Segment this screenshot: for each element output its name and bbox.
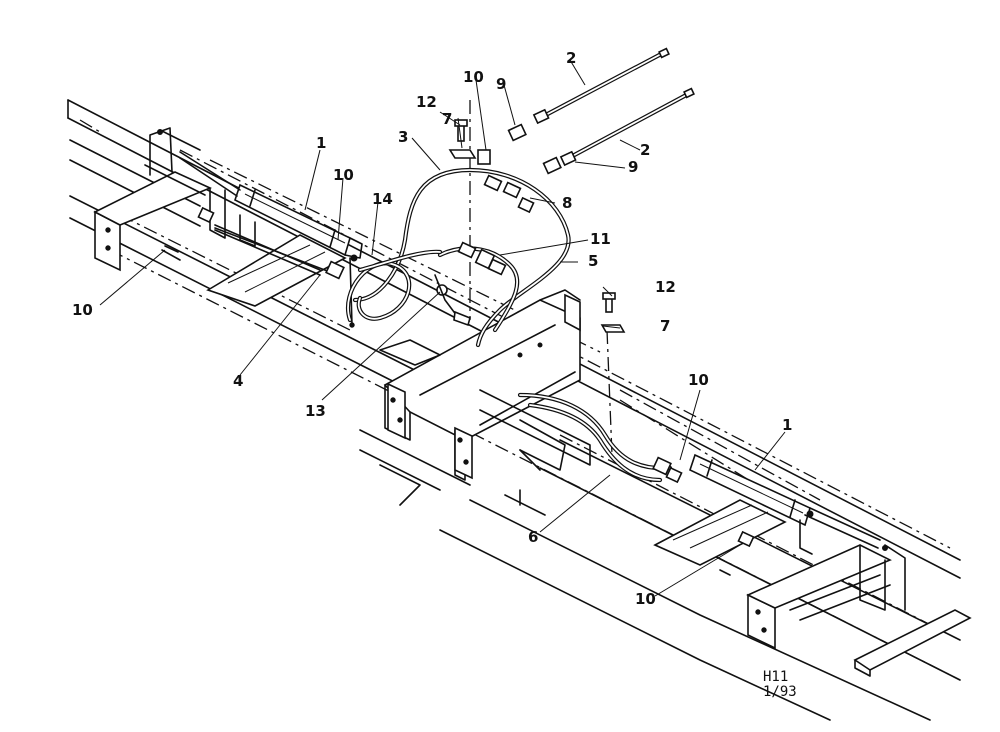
right-step-plates bbox=[653, 499, 787, 576]
callout-2-upper-tube: 2 bbox=[566, 49, 577, 67]
callout-10-right-upper: 10 bbox=[688, 371, 709, 389]
callout-1-left-cylinder: 1 bbox=[316, 134, 327, 152]
left-step-plates bbox=[197, 206, 347, 307]
drawing-code: H11 1/93 bbox=[763, 670, 797, 699]
callout-10-left-upper: 10 bbox=[333, 166, 354, 184]
callout-7-upper-strap: 7 bbox=[442, 110, 453, 128]
callout-2-lower-tube: 2 bbox=[640, 141, 651, 159]
callout-6-hose: 6 bbox=[528, 528, 539, 546]
callout-12-lower-bolt: 12 bbox=[655, 278, 676, 296]
callout-11: 11 bbox=[590, 230, 611, 248]
callout-10-left-lower: 10 bbox=[72, 301, 93, 319]
callout-12-upper-bolt: 12 bbox=[416, 93, 437, 111]
callout-10-top: 10 bbox=[463, 68, 484, 86]
callout-13: 13 bbox=[305, 402, 326, 420]
callout-4: 4 bbox=[233, 372, 244, 390]
right-cylinder bbox=[689, 453, 881, 549]
callout-10-right-lower: 10 bbox=[635, 590, 656, 608]
drawing-code-date: 1/93 bbox=[763, 683, 797, 700]
callout-1-right-cylinder: 1 bbox=[782, 416, 793, 434]
callout-8: 8 bbox=[562, 194, 573, 212]
callout-9-lower: 9 bbox=[628, 158, 639, 176]
drawing-code-id: H11 bbox=[763, 669, 789, 685]
callout-leaders bbox=[99, 59, 786, 597]
callout-7-lower-strap: 7 bbox=[660, 317, 671, 335]
hoses bbox=[214, 49, 693, 483]
callout-5-hose: 5 bbox=[588, 252, 599, 270]
callout-3-hose: 3 bbox=[398, 128, 409, 146]
callout-9-upper: 9 bbox=[496, 75, 507, 93]
right-bracket bbox=[746, 519, 972, 677]
left-cylinder bbox=[179, 151, 363, 328]
callout-14-hose: 14 bbox=[372, 190, 393, 208]
left-bracket bbox=[93, 127, 256, 272]
